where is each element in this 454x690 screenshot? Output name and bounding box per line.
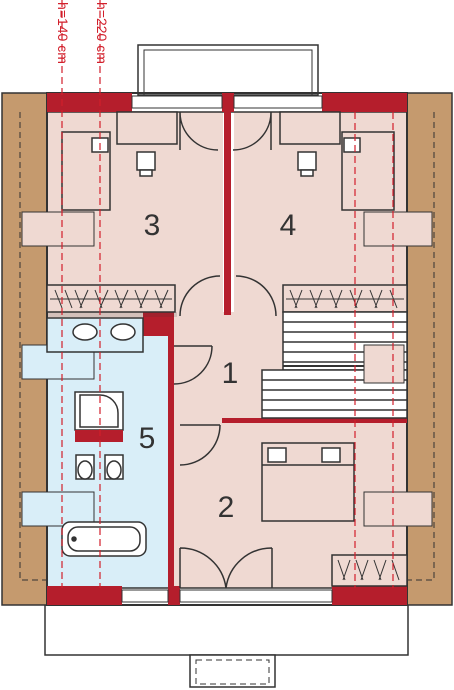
wall-between-3-4 [224,93,231,315]
wall-rooms-hall-left [47,312,177,317]
furniture [61,111,395,522]
window-bottom-center [179,589,333,603]
window-top-right [233,95,323,109]
door-swings [173,111,277,589]
wall-block-bottom-left [47,586,122,605]
room-number-5: 5 [139,422,156,455]
closet-room-2 [331,554,408,587]
top-balcony [137,44,319,96]
room-number-2: 2 [218,491,235,524]
wall-block-bottom-center [168,586,180,605]
bottom-balcony [44,604,409,656]
height-lines [61,0,394,588]
wall-block-top-right [322,93,407,112]
roof-windows [19,112,435,581]
wall-block-top-left [47,93,132,112]
wall-bath-hall [168,318,174,588]
wall-hall-room2 [222,418,407,423]
room-number-3: 3 [144,209,161,242]
right-roof-wall [406,92,453,606]
height-label-220: h=220 cm [94,2,110,64]
bath-fixtures [46,317,147,557]
bottom-balcony-step [189,654,276,688]
room-number-1: 1 [222,357,239,390]
room-number-4: 4 [280,209,297,242]
height-label-140: h=140 cm [55,2,71,64]
closet-room-2-hangers [337,559,400,581]
window-bottom-left [121,589,169,603]
wall-block-bottom-right [332,586,407,605]
window-top-left [131,95,223,109]
wall-bath-top [143,312,174,336]
